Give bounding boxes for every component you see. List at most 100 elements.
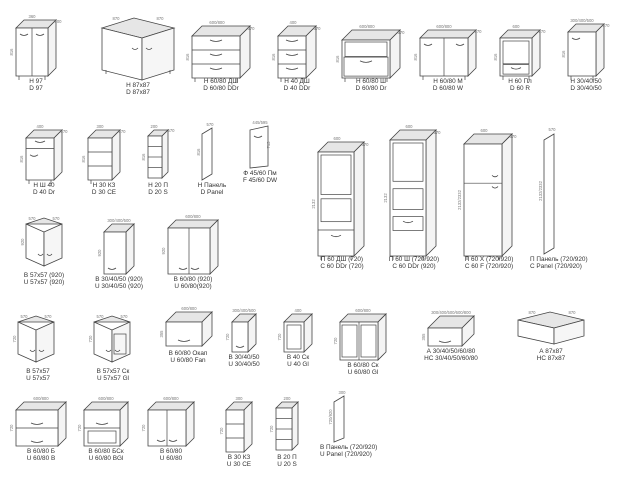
dimension-label: 720 xyxy=(269,425,274,433)
caption-en: D 60/80 W xyxy=(432,85,464,93)
handle-icon xyxy=(30,422,44,425)
caption-ru: Н 40 ДШ xyxy=(284,78,310,85)
cabinet-top xyxy=(15,401,67,411)
dimension-label: 570 xyxy=(21,314,29,319)
dimension-label: 570 xyxy=(53,216,61,221)
handle-icon xyxy=(510,67,522,70)
dimension-label: 720 xyxy=(9,424,14,432)
dimension-label: 2132 xyxy=(311,199,316,209)
dimension-label: 570 xyxy=(475,29,483,34)
handle-icon xyxy=(29,349,36,352)
handle-icon xyxy=(455,43,465,46)
dimension-label: 300/400/500/600/800 xyxy=(431,310,471,315)
oven-opening xyxy=(392,188,424,210)
handle-icon xyxy=(402,220,414,224)
glass-pane xyxy=(341,324,358,358)
dimension-label: 720/920 xyxy=(328,409,333,425)
cabinet-top xyxy=(17,315,55,323)
handle-icon xyxy=(145,47,153,50)
cabinet-side xyxy=(185,401,195,447)
handle-icon xyxy=(131,47,139,50)
dimension-label: 600/800 xyxy=(98,396,114,401)
dimension-label: 870 xyxy=(157,16,165,21)
caption-en: U 60/80 Gl xyxy=(347,369,379,377)
dimension-label: 400 xyxy=(295,308,303,313)
caption-ru: В 40 Ск xyxy=(286,354,310,361)
dimension-label: 720 xyxy=(225,333,230,341)
dimension-label: 570 xyxy=(61,129,69,134)
dimension-label: 600/800 xyxy=(33,396,49,401)
dimension-label: 400 xyxy=(290,20,298,25)
caption-ru: В 30/40/50 (920) xyxy=(95,276,143,283)
cabinet-front xyxy=(277,35,307,79)
caption-ru: В 57x57 (920) xyxy=(23,272,65,279)
cabinet-drawing: 600/800 720 xyxy=(9,396,67,447)
cabinet-front xyxy=(111,321,131,363)
caption-ru: Н 30 КЗ xyxy=(92,182,116,189)
caption-en: U 60/80 xyxy=(159,455,183,463)
cabinet-front xyxy=(87,137,113,181)
handle-icon xyxy=(34,140,46,143)
caption-en: U Panel (720/920) xyxy=(320,451,372,459)
dimension-label: 720 xyxy=(77,424,82,432)
dimension-label: 570 xyxy=(603,23,611,28)
dimension-label: 2132 xyxy=(383,193,388,203)
handle-icon xyxy=(107,267,117,270)
dimension-label: 570 xyxy=(248,26,256,31)
dimension-label: 600/800 xyxy=(359,24,375,29)
upper-door xyxy=(320,154,352,195)
caption-ru: В 60/80 Ск xyxy=(347,362,379,369)
cabinet-front xyxy=(103,231,127,275)
dimension-label: 720 xyxy=(333,337,338,345)
dimension-label: 300/400/500 xyxy=(232,308,256,313)
dimension-label: 570 xyxy=(29,216,37,221)
dimension-label: 570 xyxy=(121,314,129,319)
caption-ru: П Панель (720/920) xyxy=(530,256,588,263)
cabinet-caption: П 60 Ш (720/920)С 60 DDr (920) xyxy=(378,256,450,271)
cabinet-front xyxy=(341,39,391,79)
cabinet-caption: В Панель (720/920)U Panel (720/920) xyxy=(320,444,378,459)
caption-ru: П 60 Ш (720/920) xyxy=(388,256,440,263)
caption-en: U 30/40/50 xyxy=(228,361,260,369)
caption-ru: В 60/80 Окап xyxy=(168,350,208,357)
cabinet-side xyxy=(501,133,513,257)
dimension-label: 600/800 xyxy=(163,396,179,401)
cabinet-side xyxy=(291,401,299,451)
glass-pane xyxy=(113,333,127,355)
caption-ru: В 30 КЗ xyxy=(227,454,251,461)
side-panel xyxy=(543,133,555,255)
caption-en: D Panel xyxy=(200,189,224,197)
caption-ru: В Панель (720/920) xyxy=(320,444,378,451)
cabinet-side xyxy=(57,401,67,447)
cabinet-side xyxy=(377,313,387,361)
caption-ru: П 60 Х (720/920) xyxy=(464,256,514,263)
caption-ru: Н 30/40/50 xyxy=(570,78,602,85)
dimension-label: 816 xyxy=(185,53,190,61)
cabinet-front xyxy=(499,37,533,77)
